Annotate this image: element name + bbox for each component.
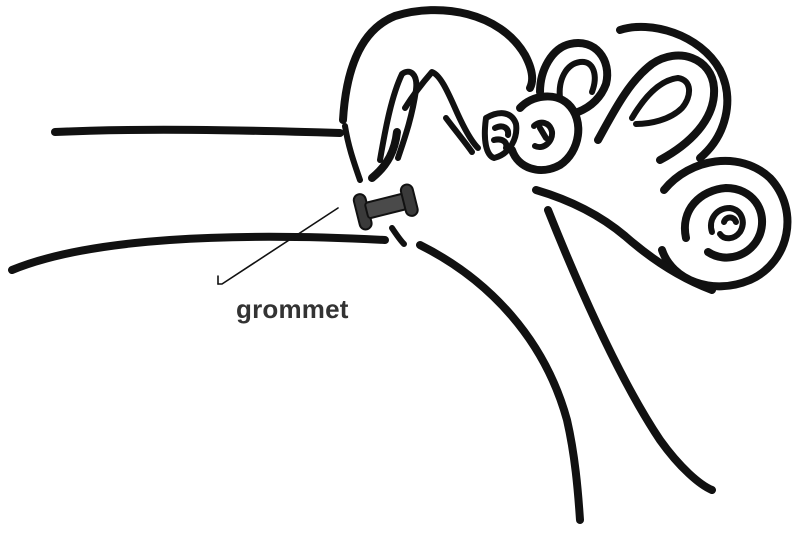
cochlea-core <box>724 218 736 223</box>
inner-ear <box>512 27 727 170</box>
ear-canal-lower-wall <box>12 237 385 270</box>
grommet-flange-right <box>400 183 419 217</box>
ear-canal <box>12 130 385 270</box>
eardrum-lower <box>392 228 404 244</box>
semicircular-canal-b <box>598 56 714 160</box>
middle-ear-roof <box>343 10 532 120</box>
stapes-rings <box>494 126 508 148</box>
semicircular-canal-b-inner <box>632 78 689 124</box>
malleus <box>380 72 416 160</box>
vestibule-inner <box>534 123 552 147</box>
grommet <box>353 181 420 230</box>
label-pointer <box>218 208 338 284</box>
grommet-label: grommet <box>236 294 349 325</box>
cochlea <box>662 161 787 286</box>
middle-ear-cavity <box>343 10 580 520</box>
middle-ear-floor <box>420 245 580 520</box>
grommet-shaft <box>365 193 408 218</box>
ear-canal-upper-wall <box>55 130 340 133</box>
pointer-line <box>218 208 338 284</box>
ossicles <box>380 72 516 160</box>
eardrum-upper <box>345 126 360 180</box>
semicircular-canal-a-inner <box>560 62 595 98</box>
